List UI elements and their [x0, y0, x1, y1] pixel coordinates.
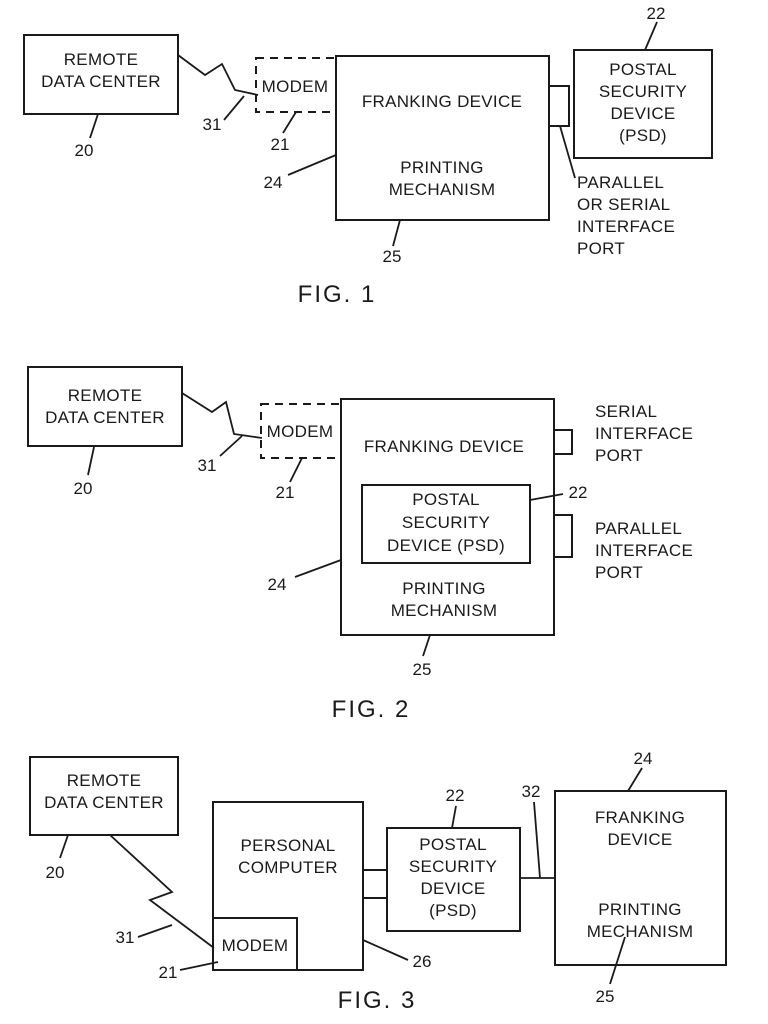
fig2-psd-label-l3: DEVICE (PSD) [387, 536, 505, 555]
fig1-ref-22: 22 [647, 4, 666, 23]
fig1-printing-label-l1: PRINTING [400, 158, 484, 177]
fig3-psd-label-l1: POSTAL [419, 835, 487, 854]
fig3-franking-label-l2: DEVICE [607, 830, 672, 849]
fig3-franking-label-l1: FRANKING [595, 808, 685, 827]
fig1-leader-24 [288, 155, 336, 175]
fig1-leader-25 [393, 220, 400, 246]
fig3-leader-25 [610, 937, 625, 984]
fig1-psd-label-l1: POSTAL [609, 60, 677, 79]
fig3-ref-24: 24 [634, 749, 653, 768]
fig1-leader-port [560, 126, 575, 178]
fig2-remote-data-center-box [28, 367, 182, 446]
fig3-leader-26 [363, 940, 408, 960]
fig3-leader-31 [138, 925, 172, 937]
fig3-leader-22 [452, 806, 456, 828]
fig3-ref-32: 32 [522, 782, 541, 801]
fig1-port-label-l3: INTERFACE [577, 217, 675, 236]
fig1-port-label-l2: OR SERIAL [577, 195, 670, 214]
fig1-leader-20 [90, 114, 98, 138]
fig1-group: REMOTE DATA CENTER MODEM FRANKING DEVICE… [24, 4, 712, 308]
fig1-port-label-l1: PARALLEL [577, 173, 664, 192]
fig2-modem-label: MODEM [267, 422, 334, 441]
fig3-pc-label-l1: PERSONAL [241, 836, 336, 855]
fig2-leader-22 [530, 494, 563, 500]
fig1-psd-label-l4: (PSD) [619, 126, 667, 145]
fig3-psd-label-l3: DEVICE [420, 879, 485, 898]
fig1-ref-20: 20 [75, 141, 94, 160]
fig1-psd-label-l2: SECURITY [599, 82, 687, 101]
fig2-ref-22: 22 [569, 483, 588, 502]
fig3-group: REMOTE DATA CENTER PERSONAL COMPUTER MOD… [30, 749, 726, 1014]
fig3-remote-label-l1: REMOTE [67, 771, 142, 790]
fig3-pc-label-l2: COMPUTER [238, 858, 338, 877]
fig2-leader-20 [88, 447, 94, 475]
fig2-link-31 [182, 393, 262, 438]
fig2-psd-label-l2: SECURITY [402, 513, 490, 532]
fig1-link-31 [178, 55, 258, 95]
fig3-ref-22: 22 [446, 786, 465, 805]
fig1-ref-31: 31 [203, 115, 222, 134]
fig1-leader-22 [645, 22, 657, 50]
fig3-ref-20: 20 [46, 863, 65, 882]
fig3-ref-21: 21 [159, 963, 178, 982]
fig1-ref-24: 24 [264, 173, 283, 192]
fig2-leader-21 [290, 458, 302, 482]
fig2-psd-label-l1: POSTAL [412, 490, 480, 509]
fig2-serial-port [554, 430, 572, 454]
fig2-ref-25: 25 [413, 660, 432, 679]
fig2-group: REMOTE DATA CENTER MODEM FRANKING DEVICE… [28, 367, 693, 723]
fig1-ref-21: 21 [271, 135, 290, 154]
fig2-leader-24 [295, 560, 341, 577]
fig1-remote-label-l2: DATA CENTER [41, 72, 161, 91]
fig2-serial-label-l1: SERIAL [595, 402, 657, 421]
fig1-ref-25: 25 [383, 247, 402, 266]
fig2-ref-24: 24 [268, 575, 287, 594]
fig2-franking-label: FRANKING DEVICE [364, 437, 524, 456]
fig1-interface-port [549, 86, 569, 126]
fig1-franking-label: FRANKING DEVICE [362, 92, 522, 111]
fig3-psd-label-l4: (PSD) [429, 901, 477, 920]
fig3-printing-label-l1: PRINTING [598, 900, 682, 919]
fig2-ref-31: 31 [198, 456, 217, 475]
fig1-leader-31 [224, 96, 244, 120]
fig3-ref-25: 25 [596, 987, 615, 1006]
fig1-printing-label-l2: MECHANISM [389, 180, 496, 199]
fig3-leader-20 [60, 835, 68, 858]
fig2-parallel-label-l3: PORT [595, 563, 643, 582]
fig1-psd-label-l3: DEVICE [610, 104, 675, 123]
fig2-ref-20: 20 [74, 479, 93, 498]
fig2-serial-label-l2: INTERFACE [595, 424, 693, 443]
fig3-ref-31: 31 [116, 928, 135, 947]
fig2-remote-label-l1: REMOTE [68, 386, 143, 405]
fig3-printing-label-l2: MECHANISM [587, 922, 694, 941]
fig1-port-label-l4: PORT [577, 239, 625, 258]
fig2-printing-label-l1: PRINTING [402, 579, 486, 598]
fig2-leader-31 [220, 436, 242, 456]
fig2-caption: FIG. 2 [332, 696, 411, 723]
fig2-ref-21: 21 [276, 483, 295, 502]
fig1-caption: FIG. 1 [298, 281, 377, 308]
fig2-remote-label-l2: DATA CENTER [45, 408, 165, 427]
fig3-pc-port [363, 870, 387, 898]
fig2-serial-label-l3: PORT [595, 446, 643, 465]
fig3-modem-label: MODEM [222, 936, 289, 955]
fig2-parallel-port [554, 515, 572, 557]
fig2-printing-label-l2: MECHANISM [391, 601, 498, 620]
fig2-leader-25 [423, 635, 430, 656]
fig3-psd-label-l2: SECURITY [409, 857, 497, 876]
fig1-leader-21 [283, 112, 296, 133]
fig2-parallel-label-l2: INTERFACE [595, 541, 693, 560]
fig3-caption: FIG. 3 [338, 987, 417, 1014]
fig3-ref-26: 26 [413, 952, 432, 971]
fig2-parallel-label-l1: PARALLEL [595, 519, 682, 538]
fig3-remote-label-l2: DATA CENTER [44, 793, 164, 812]
fig3-leader-24 [628, 768, 642, 791]
fig3-leader-32 [534, 802, 540, 878]
fig1-remote-label-l1: REMOTE [64, 50, 139, 69]
fig1-modem-label: MODEM [262, 77, 329, 96]
